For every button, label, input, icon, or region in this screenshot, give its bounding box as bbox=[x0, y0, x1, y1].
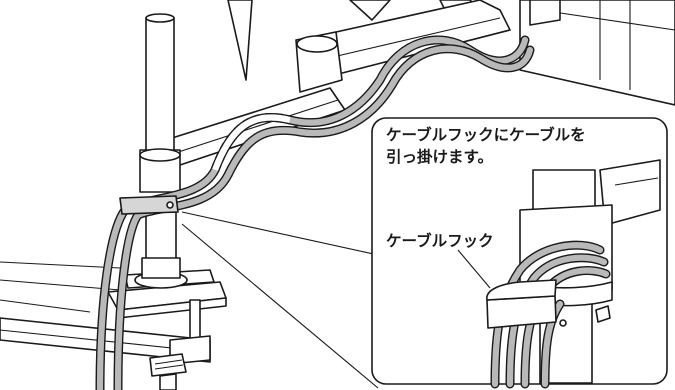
cables-main bbox=[95, 35, 535, 390]
instruction-line-1: ケーブルフックにケーブルを bbox=[386, 125, 586, 144]
cables-zoom bbox=[490, 240, 611, 389]
pole-upper bbox=[139, 13, 181, 193]
hook-label-leader bbox=[457, 249, 491, 289]
arm-upper bbox=[295, 0, 511, 93]
zoom-line-bottom bbox=[181, 223, 379, 389]
cable-hook-small bbox=[119, 195, 179, 215]
cable-hook-zoom bbox=[486, 279, 611, 329]
top-pointers bbox=[227, 0, 391, 81]
hook-label: ケーブルフック bbox=[386, 231, 494, 250]
callout-panel: ケーブルフックにケーブルを 引っ掛けます。 ケーブルフック bbox=[371, 117, 668, 389]
instruction-line-2: 引っ掛けます。 bbox=[386, 147, 493, 166]
pole-lower bbox=[134, 211, 188, 289]
